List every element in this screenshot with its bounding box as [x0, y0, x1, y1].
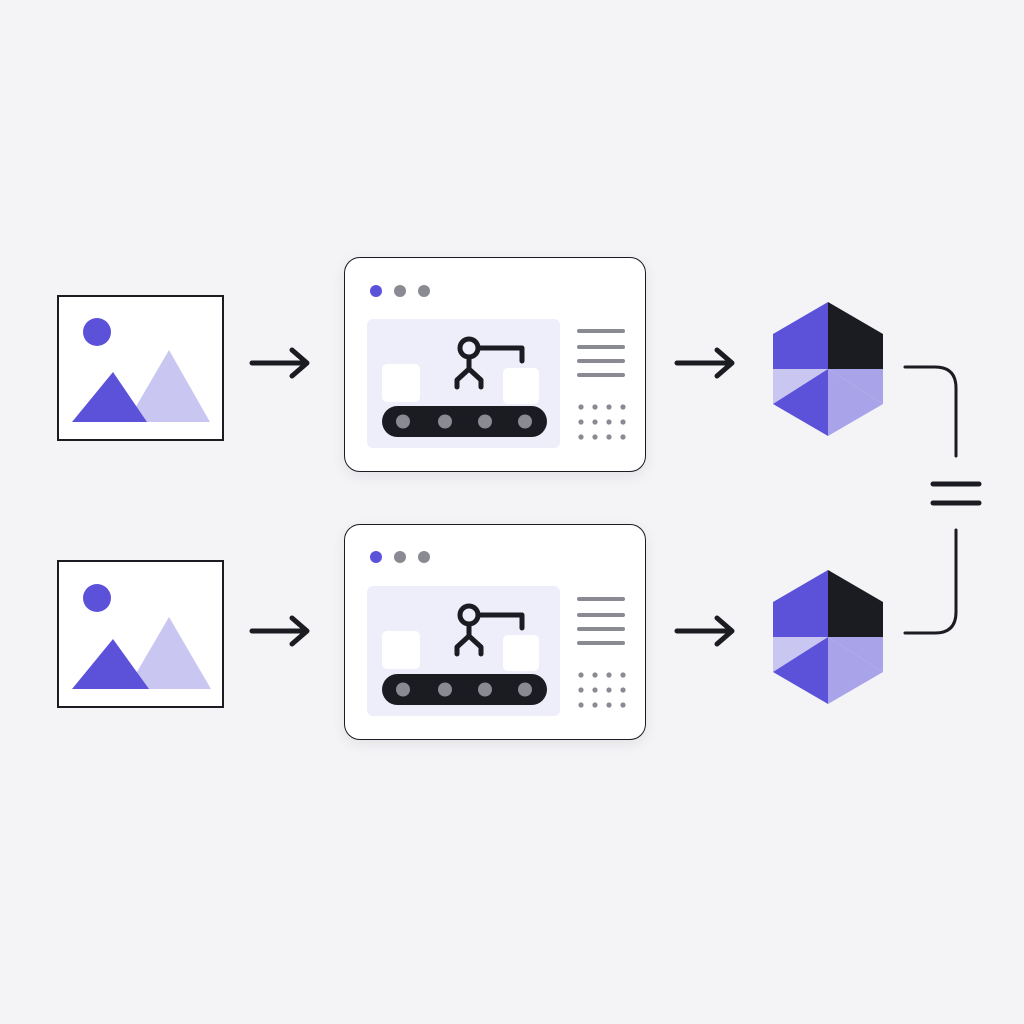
text-lines: [577, 597, 625, 645]
connector-line-bottom: [903, 528, 958, 635]
equals-icon: [930, 481, 982, 506]
image-icon: [57, 295, 224, 441]
arrow-right-icon: [673, 614, 739, 648]
conveyor-belt: [382, 406, 547, 437]
hexagon-cube-icon: [773, 302, 883, 436]
window-dot: [394, 551, 406, 563]
connector-line-top: [903, 365, 958, 458]
process-window-top: [344, 257, 646, 472]
window-dot-active: [370, 285, 382, 297]
hexagon-cube-icon: [773, 570, 883, 704]
window-dot: [418, 551, 430, 563]
dot-grid: [578, 672, 626, 708]
input-image-top: [57, 295, 224, 441]
output-cube-bottom: [770, 568, 886, 706]
window-dot: [418, 285, 430, 297]
arrow-right-icon: [673, 346, 739, 380]
comparison-connector: [900, 362, 990, 640]
arrow-right-icon: [248, 346, 314, 380]
window-dot-active: [370, 551, 382, 563]
window-dot: [394, 285, 406, 297]
robotic-arm-conveyor-icon: [454, 336, 525, 390]
dot-grid: [578, 404, 626, 440]
output-cube-top: [770, 300, 886, 438]
process-window-bottom: [344, 524, 646, 740]
process-window-graphic: [367, 551, 626, 716]
image-icon: [57, 560, 224, 708]
text-lines: [577, 329, 625, 377]
robotic-arm-conveyor-icon: [454, 603, 525, 657]
conveyor-belt: [382, 674, 547, 705]
arrow-right-icon: [248, 614, 314, 648]
process-window-graphic: [367, 285, 626, 448]
input-image-bottom: [57, 560, 224, 708]
